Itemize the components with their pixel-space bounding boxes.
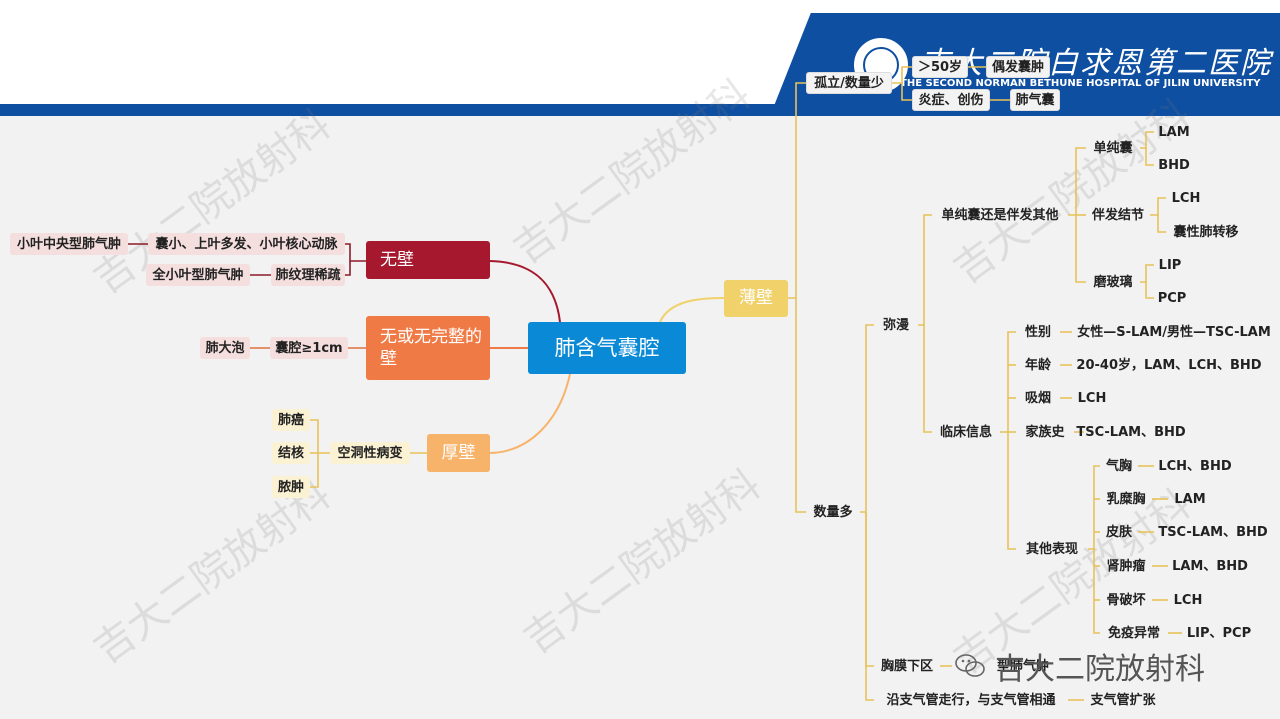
pneumatocele-node: 肺气囊 [1010, 89, 1060, 111]
no-wall-feature-a: 囊小、上叶多发、小叶核心动脉 [148, 233, 345, 255]
incidental-cyst-node: 偶发囊肿 [986, 56, 1050, 78]
cyst-size-node: 囊腔≥1cm [270, 337, 348, 359]
lung-cancer-node: 肺癌 [272, 409, 310, 431]
subpleural-node: 胸膜下区 [880, 658, 933, 674]
simple-or-associated-node: 单纯囊还是伴发其他 [941, 207, 1059, 223]
lip-leaf: LIP [1158, 257, 1182, 273]
smoking-node: 吸烟 [1024, 390, 1051, 406]
family-history-value: TSC-LAM、BHD [1076, 424, 1186, 440]
hospital-name: 吉大二院白求恩第二医院 [920, 46, 1272, 81]
bone-destruction-value: LCH [1173, 592, 1203, 608]
renal-tumor-value: LAM、BHD [1172, 558, 1248, 574]
thick-wall-node: 厚壁 [427, 434, 490, 472]
no-wall-node: 无壁 [366, 241, 490, 279]
thin-wall-node: 薄壁 [724, 280, 788, 317]
pneumothorax-node: 气胸 [1105, 458, 1132, 474]
age-value: 20-40岁，LAM、LCH、BHD [1076, 357, 1262, 373]
age-node: 年龄 [1024, 357, 1051, 373]
no-wall-feature-b: 肺纹理稀疏 [271, 264, 345, 286]
chylothorax-node: 乳糜胸 [1106, 491, 1146, 507]
bhd-leaf: BHD [1158, 157, 1190, 173]
ground-glass-node: 磨玻璃 [1093, 274, 1133, 290]
subpleural-value: 型肺气肿 [996, 658, 1049, 674]
wechat-icon [955, 654, 985, 677]
immune-abnormality-value: LIP、PCP [1186, 625, 1252, 641]
clinical-info-node: 临床信息 [939, 424, 992, 440]
pcp-leaf: PCP [1157, 290, 1187, 306]
multiple-node: 数量多 [813, 504, 853, 520]
pneumothorax-value: LCH、BHD [1158, 458, 1232, 474]
bulla-node: 肺大泡 [200, 337, 250, 359]
renal-tumor-node: 肾肿瘤 [1106, 558, 1146, 574]
wechat-watermark: 吉大二院放射科 [955, 644, 1205, 688]
with-nodule-node: 伴发结节 [1091, 207, 1144, 223]
diffuse-node: 弥漫 [882, 317, 909, 333]
root-node: 肺含气囊腔 [528, 322, 686, 374]
solitary-node: 孤立/数量少 [806, 72, 892, 94]
bronchiectasis-leaf: 支气管扩张 [1090, 692, 1156, 708]
abscess-node: 脓肿 [272, 476, 310, 498]
simple-cyst-node: 单纯囊 [1093, 140, 1133, 156]
bone-destruction-node: 骨破坏 [1106, 592, 1146, 608]
other-findings-node: 其他表现 [1025, 541, 1078, 557]
immune-abnormality-node: 免疫异常 [1107, 625, 1160, 641]
family-history-node: 家族史 [1025, 424, 1065, 440]
panlobular-emphysema: 全小叶型肺气肿 [146, 264, 250, 286]
wechat-account-name: 吉大二院放射科 [995, 652, 1205, 687]
along-bronchi-node: 沿支气管走行，与支气管相通 [886, 692, 1056, 708]
incomplete-wall-node: 无或无完整的壁 [366, 316, 490, 380]
inflammation-trauma-node: 炎症、创伤 [912, 89, 990, 111]
lam-leaf: LAM [1158, 124, 1190, 140]
lch-leaf: LCH [1171, 190, 1201, 206]
skin-value: TSC-LAM、BHD [1158, 524, 1268, 540]
age-over-50-node: ＞50岁 [912, 56, 968, 78]
cystic-metastasis-leaf: 囊性肺转移 [1173, 224, 1239, 240]
centrilobular-emphysema: 小叶中央型肺气肿 [10, 233, 128, 255]
hospital-name-en: THE SECOND NORMAN BETHUNE HOSPITAL OF JI… [900, 78, 1261, 89]
skin-node: 皮肤 [1105, 524, 1132, 540]
sex-value: 女性—S-LAM/男性—TSC-LAM [1077, 324, 1271, 340]
sex-node: 性别 [1024, 324, 1051, 340]
smoking-value: LCH [1077, 390, 1107, 406]
chylothorax-value: LAM [1174, 491, 1206, 507]
cavitary-lesion-node: 空洞性病变 [330, 442, 410, 464]
tuberculosis-node: 结核 [272, 442, 310, 464]
